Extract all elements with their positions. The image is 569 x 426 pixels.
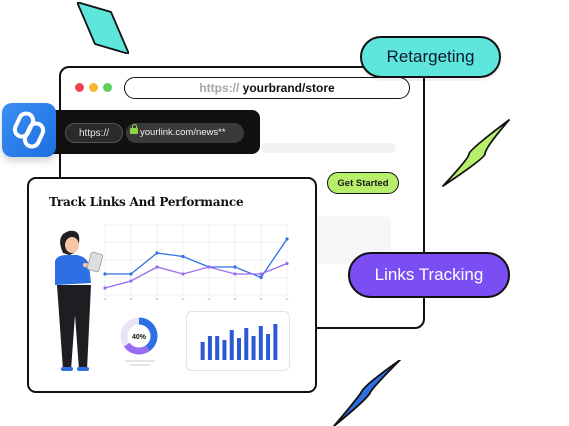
lock-icon (130, 124, 138, 134)
x-tick-mark (233, 298, 237, 300)
x-tick-mark (103, 298, 107, 300)
series-line-2 (104, 262, 288, 289)
x-tick-mark (155, 298, 159, 300)
person-illustration (55, 230, 104, 371)
x-tick-mark (129, 298, 133, 300)
dashboard-card: Track Links And Performance 40% (27, 177, 317, 393)
minimize-dot-icon[interactable] (89, 83, 98, 92)
series-1-point (259, 275, 263, 280)
series-line-1 (105, 238, 288, 279)
series-1-point (181, 254, 185, 259)
link-chain-icon (2, 103, 56, 157)
bar-chart (200, 324, 278, 360)
series-1-point (129, 272, 133, 276)
series-2-point (285, 261, 289, 266)
donut-chart: 40% (120, 317, 158, 355)
protocol-chip: https:// (65, 123, 123, 143)
bar (258, 326, 263, 360)
address-protocol: https:// (199, 81, 240, 95)
donut-arc (120, 317, 158, 355)
bar (273, 324, 278, 360)
x-tick-mark (181, 298, 185, 300)
series-1-point (103, 272, 107, 276)
sparkle-icon-green (441, 118, 513, 190)
address-path: yourbrand/store (242, 81, 335, 95)
bar (200, 342, 205, 360)
retargeting-pill: Retargeting (360, 36, 501, 78)
maximize-dot-icon[interactable] (103, 83, 112, 92)
bar (237, 338, 241, 360)
series-1-point (155, 251, 159, 255)
bar (244, 328, 249, 360)
x-tick-mark (207, 298, 211, 300)
series-1-point (233, 265, 237, 269)
series-2-point (259, 272, 263, 276)
bar (215, 336, 220, 360)
sparkle-icon-teal (77, 2, 129, 54)
dashboard-title: Track Links And Performance (49, 195, 244, 209)
series-2-point (207, 265, 211, 269)
series-2-point (155, 265, 159, 269)
links-tracking-pill: Links Tracking (348, 252, 510, 298)
series-2-point (233, 272, 237, 276)
sparkle-icon-blue (332, 360, 402, 426)
bar (251, 336, 256, 360)
get-started-button[interactable]: Get Started (327, 172, 399, 194)
series-1-point (285, 237, 289, 241)
browser-toolbar: https:// yourbrand/store (61, 68, 423, 108)
series-2-point (129, 279, 133, 283)
bar (229, 330, 234, 360)
close-dot-icon[interactable] (75, 83, 84, 92)
series-2-point (181, 272, 185, 276)
donut-label: 40% (132, 334, 147, 341)
bar (266, 334, 271, 360)
placeholder-line (261, 143, 396, 153)
bar (222, 340, 227, 360)
series-2-point (103, 286, 107, 290)
short-link-text: yourlink.com/news** (140, 127, 226, 138)
short-link-field[interactable]: yourlink.com/news** (126, 123, 244, 143)
donut-caption-lines (125, 360, 155, 366)
x-tick-mark (259, 298, 263, 300)
bar (207, 336, 212, 360)
line-chart (103, 224, 289, 300)
bar-chart-panel (186, 311, 290, 371)
address-bar[interactable]: https:// yourbrand/store (124, 77, 410, 99)
x-tick-mark (285, 298, 289, 300)
donut-arc-secondary (120, 317, 158, 355)
